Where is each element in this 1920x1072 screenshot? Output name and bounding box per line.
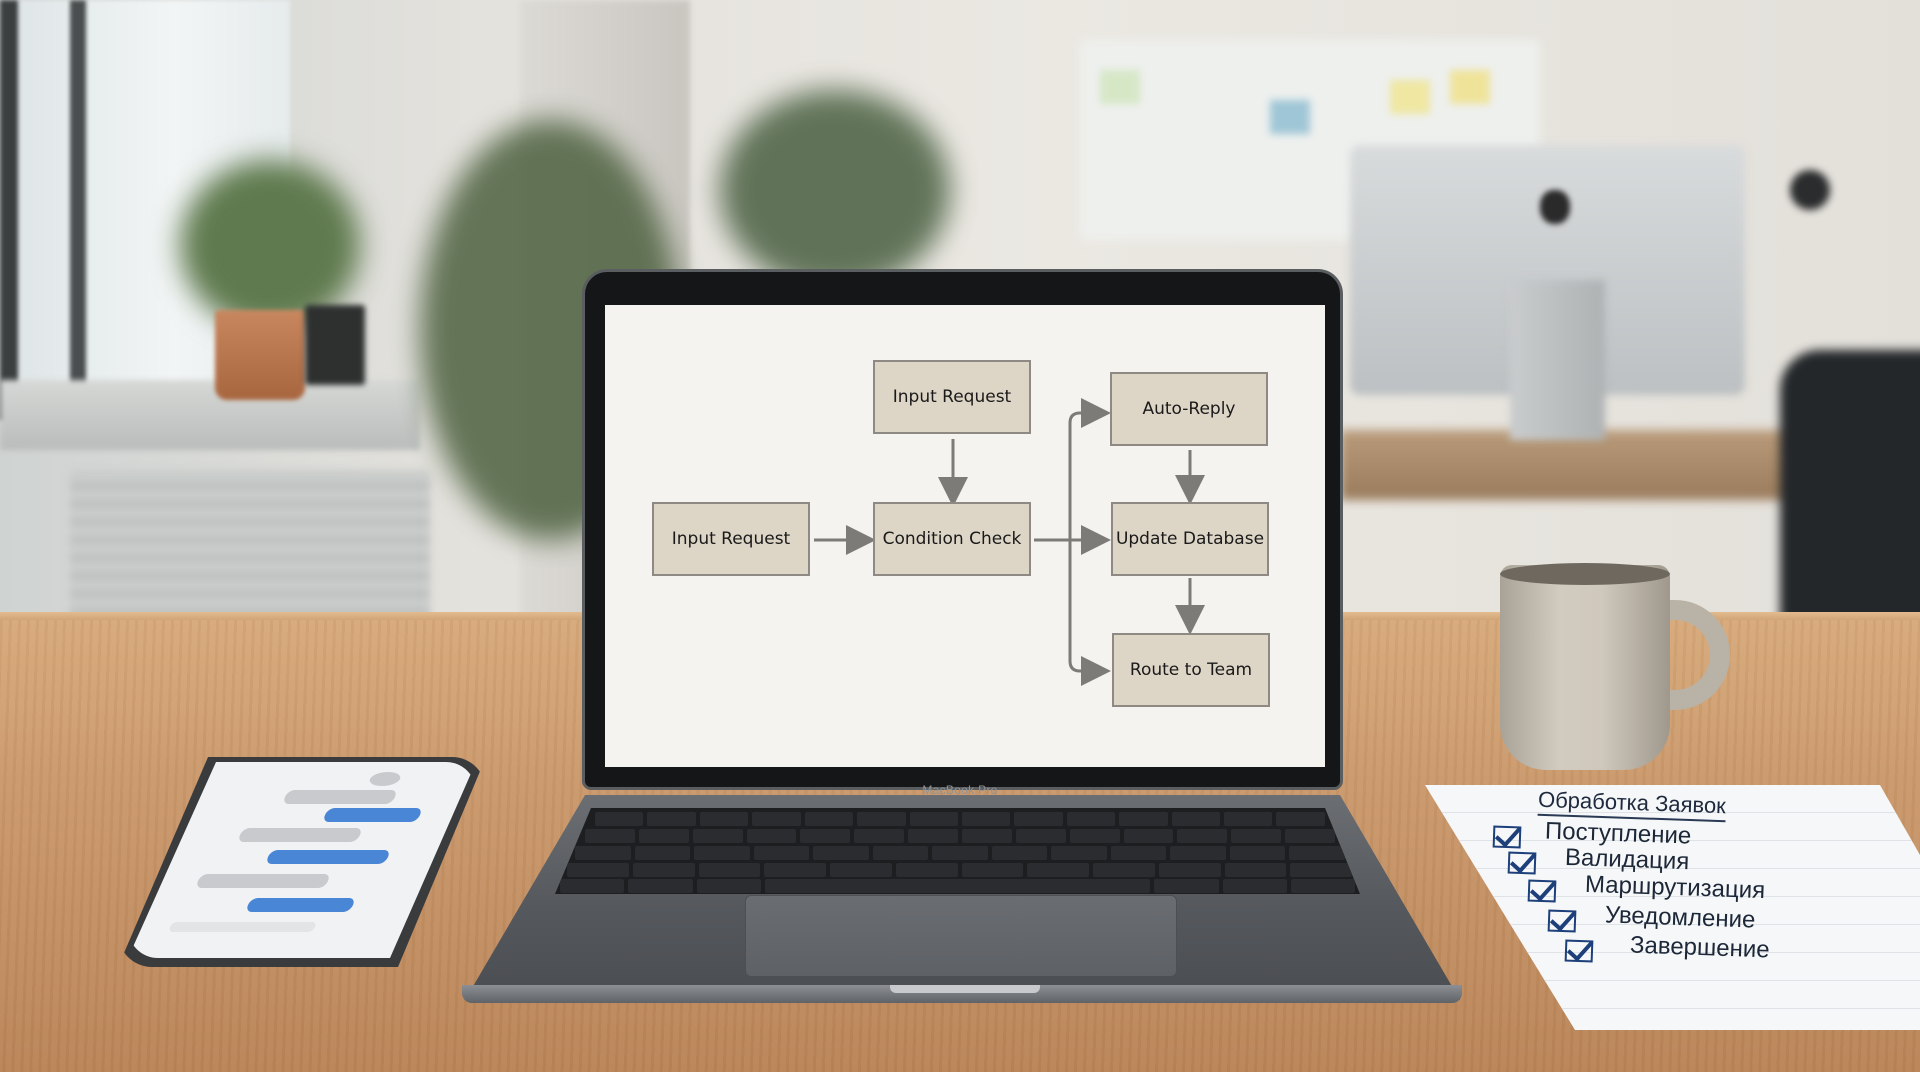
checkbox-checked-icon <box>1564 939 1594 963</box>
chat-bubble-incoming <box>236 828 364 842</box>
chat-bubble-incoming <box>281 790 399 804</box>
monitor-stand <box>1510 280 1605 440</box>
background-desk <box>1340 430 1810 500</box>
plant-pot-terracotta <box>215 310 305 400</box>
sticky-note <box>1390 80 1430 114</box>
plant-foliage-middle <box>720 90 950 290</box>
laptop-base-edge <box>462 985 1462 1003</box>
laptop-keyboard <box>555 808 1360 894</box>
chat-input-bar <box>167 922 318 932</box>
window-sill <box>0 380 420 450</box>
arrow-to-route-team <box>1068 540 1111 686</box>
sticky-note <box>1270 100 1310 134</box>
window-mullion <box>70 0 86 420</box>
arrow-to-auto-reply <box>1068 398 1111 540</box>
chat-bubble-outgoing <box>321 808 424 822</box>
chat-bubble-outgoing <box>264 850 392 864</box>
checklist-item: Валидация <box>1564 843 1690 876</box>
sticky-note <box>1100 70 1140 104</box>
flow-arrows <box>814 398 1205 686</box>
node-route-to-team: Route to Team <box>1112 633 1270 707</box>
coffee-mug <box>1500 565 1670 770</box>
node-update-database: Update Database <box>1111 502 1269 576</box>
plant-foliage-left <box>180 160 360 330</box>
key-row <box>595 812 1325 826</box>
key-row <box>560 879 1355 893</box>
node-input-request-top: Input Request <box>873 360 1031 434</box>
sticky-note <box>1450 70 1490 104</box>
desk-lamp <box>1790 170 1830 210</box>
laptop-screen: Input Request Input Request Condition Ch… <box>605 305 1325 767</box>
checkbox-checked-icon <box>1527 879 1557 903</box>
checklist-item: Завершение <box>1629 931 1771 964</box>
checkbox-checked-icon <box>1492 825 1522 849</box>
node-condition-check: Condition Check <box>873 502 1031 576</box>
laptop-brand-label: MacBook Pro <box>922 783 998 797</box>
plant-pot-dark <box>305 305 365 385</box>
chat-bubble-incoming <box>194 874 332 888</box>
laptop-notch <box>890 985 1040 993</box>
checkbox-checked-icon <box>1507 851 1537 875</box>
key-row <box>567 863 1352 877</box>
mug-rim <box>1500 563 1670 585</box>
office-chair <box>1780 350 1920 650</box>
laptop-trackpad <box>745 895 1177 977</box>
chat-bubble-outgoing <box>244 898 357 912</box>
node-auto-reply: Auto-Reply <box>1110 372 1268 446</box>
node-input-request-left: Input Request <box>652 502 810 576</box>
checkbox-checked-icon <box>1547 909 1577 933</box>
checklist-item: Уведомление <box>1604 901 1756 934</box>
key-row <box>575 846 1345 860</box>
apple-logo-icon <box>1540 190 1570 224</box>
key-row <box>585 829 1336 843</box>
